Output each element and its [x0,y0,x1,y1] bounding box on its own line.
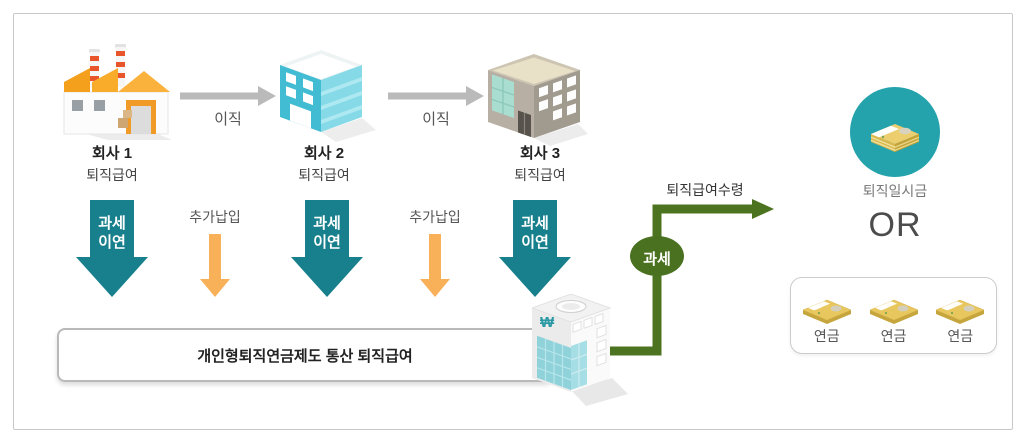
pension-box: 연금 연금 연금 [790,277,997,354]
office-building-icon [280,50,376,142]
payout-flow-arrow-icon [608,199,774,356]
company-1-benefit: 퇴직급여 [86,167,138,183]
pension-item: 연금 [796,287,858,346]
extra-contribution-arrow-icon [420,234,450,297]
or-label: OR [868,206,922,244]
irp-summary-box: 개인형퇴직연금제도 통산 퇴직급여 [57,328,553,382]
company-3-name: 회사 3 [519,145,561,162]
tax-deferral-text-1: 과세 이연 [98,215,126,251]
pension-item: 연금 [863,287,925,346]
tax-deferral-arrow-icon [499,200,571,297]
tax-deferral-arrow-icon [76,200,148,297]
company-2-benefit: 퇴직급여 [298,167,350,183]
banknote-icon [802,299,852,324]
irp-summary-label: 개인형퇴직연금제도 통산 퇴직급여 [197,347,413,365]
extra-contribution-label-2: 추가납입 [409,209,461,225]
bank-building-icon [532,294,628,406]
company-2-name: 회사 2 [303,145,345,162]
tax-deferral-text-2: 과세 이연 [313,215,341,251]
job-change-arrow-icon [388,86,484,106]
company-3-benefit: 퇴직급여 [514,167,566,183]
extra-contribution-arrow-icon [200,234,230,297]
won-symbol: ₩ [540,314,555,331]
factory-icon [63,44,172,140]
extra-contribution-label-1: 추가납입 [189,209,241,225]
storefront-building-icon [488,54,588,146]
tax-badge: 과세 [643,251,671,268]
company-1-name: 회사 1 [91,145,133,162]
banknote-icon [868,299,919,324]
tax-deferral-arrow-icon [291,200,363,297]
pension-item: 연금 [929,287,991,346]
pension-label: 연금 [947,328,974,344]
job-change-arrow-icon [180,86,276,106]
job-change-label-2: 이직 [422,111,450,128]
tax-deferral-text-3: 과세 이연 [521,215,549,251]
lump-sum-circle [850,87,940,177]
lump-sum-label: 퇴직일시금 [862,183,928,199]
payout-arrow-label: 퇴직급여수령 [666,182,744,198]
job-change-label-1: 이직 [214,111,242,128]
pension-label: 연금 [813,328,840,344]
cash-stack-icon [871,124,919,152]
banknote-icon [935,299,985,324]
pension-label: 연금 [880,328,907,344]
